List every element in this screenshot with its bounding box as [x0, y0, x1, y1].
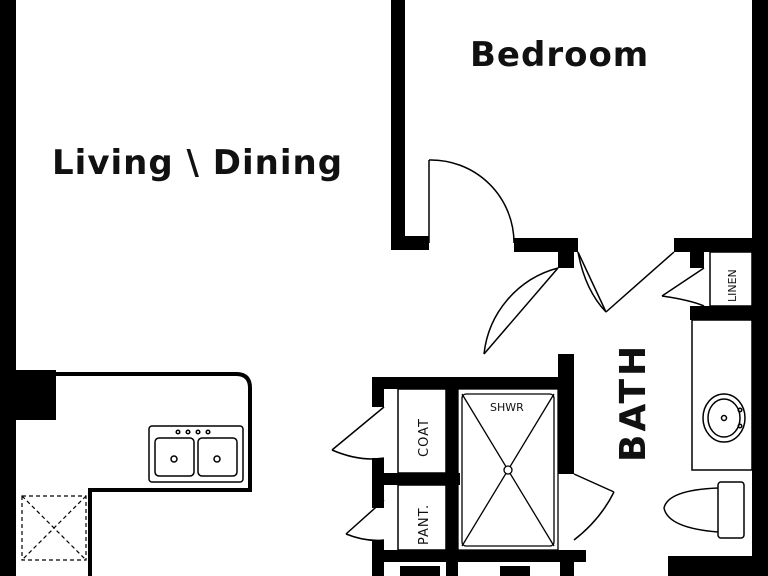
kitchen-sink: [148, 425, 244, 483]
faucet-dot-3: [195, 429, 201, 435]
label-bedroom: Bedroom: [470, 35, 649, 75]
door-bath-lower-leaf: [573, 473, 615, 493]
label-pantry: PANT.: [417, 504, 432, 545]
toilet-bowl: [663, 487, 719, 533]
wall-bedroom-left-stub: [391, 236, 429, 250]
linen-closet: [709, 251, 753, 307]
vanity-basin-inner: [707, 398, 741, 438]
sink-basin-left: [154, 437, 195, 477]
door-bath-leaf: [577, 251, 607, 313]
door-bath-leaf-2: [605, 251, 675, 313]
wall-shower-left: [446, 377, 458, 576]
door-bath-lower-swing: [573, 491, 615, 541]
shower-outer: [457, 388, 559, 551]
door-linen-swing: [661, 295, 705, 307]
faucet-dot-1: [175, 429, 181, 435]
wall-bottom-c: [500, 566, 530, 576]
label-linen: LINEN: [726, 269, 739, 302]
wall-bedroom-left: [391, 0, 405, 250]
column-kitchen: [16, 370, 56, 420]
toilet-tank: [717, 481, 745, 539]
shower: [457, 388, 559, 551]
range-appliance: [21, 495, 87, 561]
faucet-dot-2: [185, 429, 191, 435]
vanity-tap-1: [737, 407, 743, 413]
coat-closet: [397, 388, 447, 474]
door-hall-swing: [483, 267, 559, 355]
door-hall-leaf: [483, 267, 559, 355]
sink-drain-left: [170, 455, 178, 463]
label-bath: BATH: [613, 343, 654, 462]
door-pantry-swing: [345, 533, 385, 542]
label-shower: SHWR: [490, 401, 524, 414]
wall-closet-left-lower: [372, 540, 384, 576]
kitchen-counter: [56, 372, 252, 576]
range-diagonal-2: [21, 495, 87, 561]
sink-drain-right: [213, 455, 221, 463]
wall-hall-vertical: [558, 354, 574, 474]
faucet-dot-4: [205, 429, 211, 435]
door-linen-leaf: [661, 267, 705, 297]
vanity-tap-2: [737, 423, 743, 429]
label-living-dining: Living \ Dining: [52, 143, 343, 183]
wall-closet-top: [372, 377, 574, 389]
shower-inner: [461, 393, 555, 547]
wall-bottom-right: [668, 556, 768, 576]
vanity: [691, 319, 753, 471]
door-coat-leaf: [331, 406, 385, 451]
wall-bottom-a: [372, 550, 586, 562]
door-coat-swing: [331, 449, 385, 460]
pantry-closet: [397, 484, 447, 551]
sink-frame: [148, 425, 244, 483]
wall-linen-bottom: [690, 306, 768, 320]
wall-bath-upper-left: [558, 238, 574, 268]
label-coat: COAT: [417, 418, 432, 457]
shower-drain: [503, 465, 513, 475]
doors: [331, 159, 705, 542]
wall-closet-left-upper: [372, 377, 384, 407]
wall-coat-divider: [372, 473, 460, 485]
bath-fixtures: [663, 319, 753, 539]
wall-linen-top: [674, 238, 768, 252]
wall-bottom-b: [400, 566, 440, 576]
wall-left-exterior: [0, 0, 16, 576]
door-bath-swing: [577, 251, 607, 313]
vanity-basin-outer: [702, 393, 746, 443]
vanity-drain: [720, 414, 728, 422]
wall-bottom-d: [560, 560, 574, 576]
range-box: [21, 495, 87, 561]
wall-linen-left: [690, 238, 704, 268]
counter-outline: [56, 372, 252, 576]
door-bedroom-swing: [428, 159, 515, 244]
sink-basin-right: [197, 437, 238, 477]
closets: [397, 251, 753, 551]
door-pantry-leaf: [345, 499, 385, 535]
wall-right-exterior: [752, 0, 768, 576]
